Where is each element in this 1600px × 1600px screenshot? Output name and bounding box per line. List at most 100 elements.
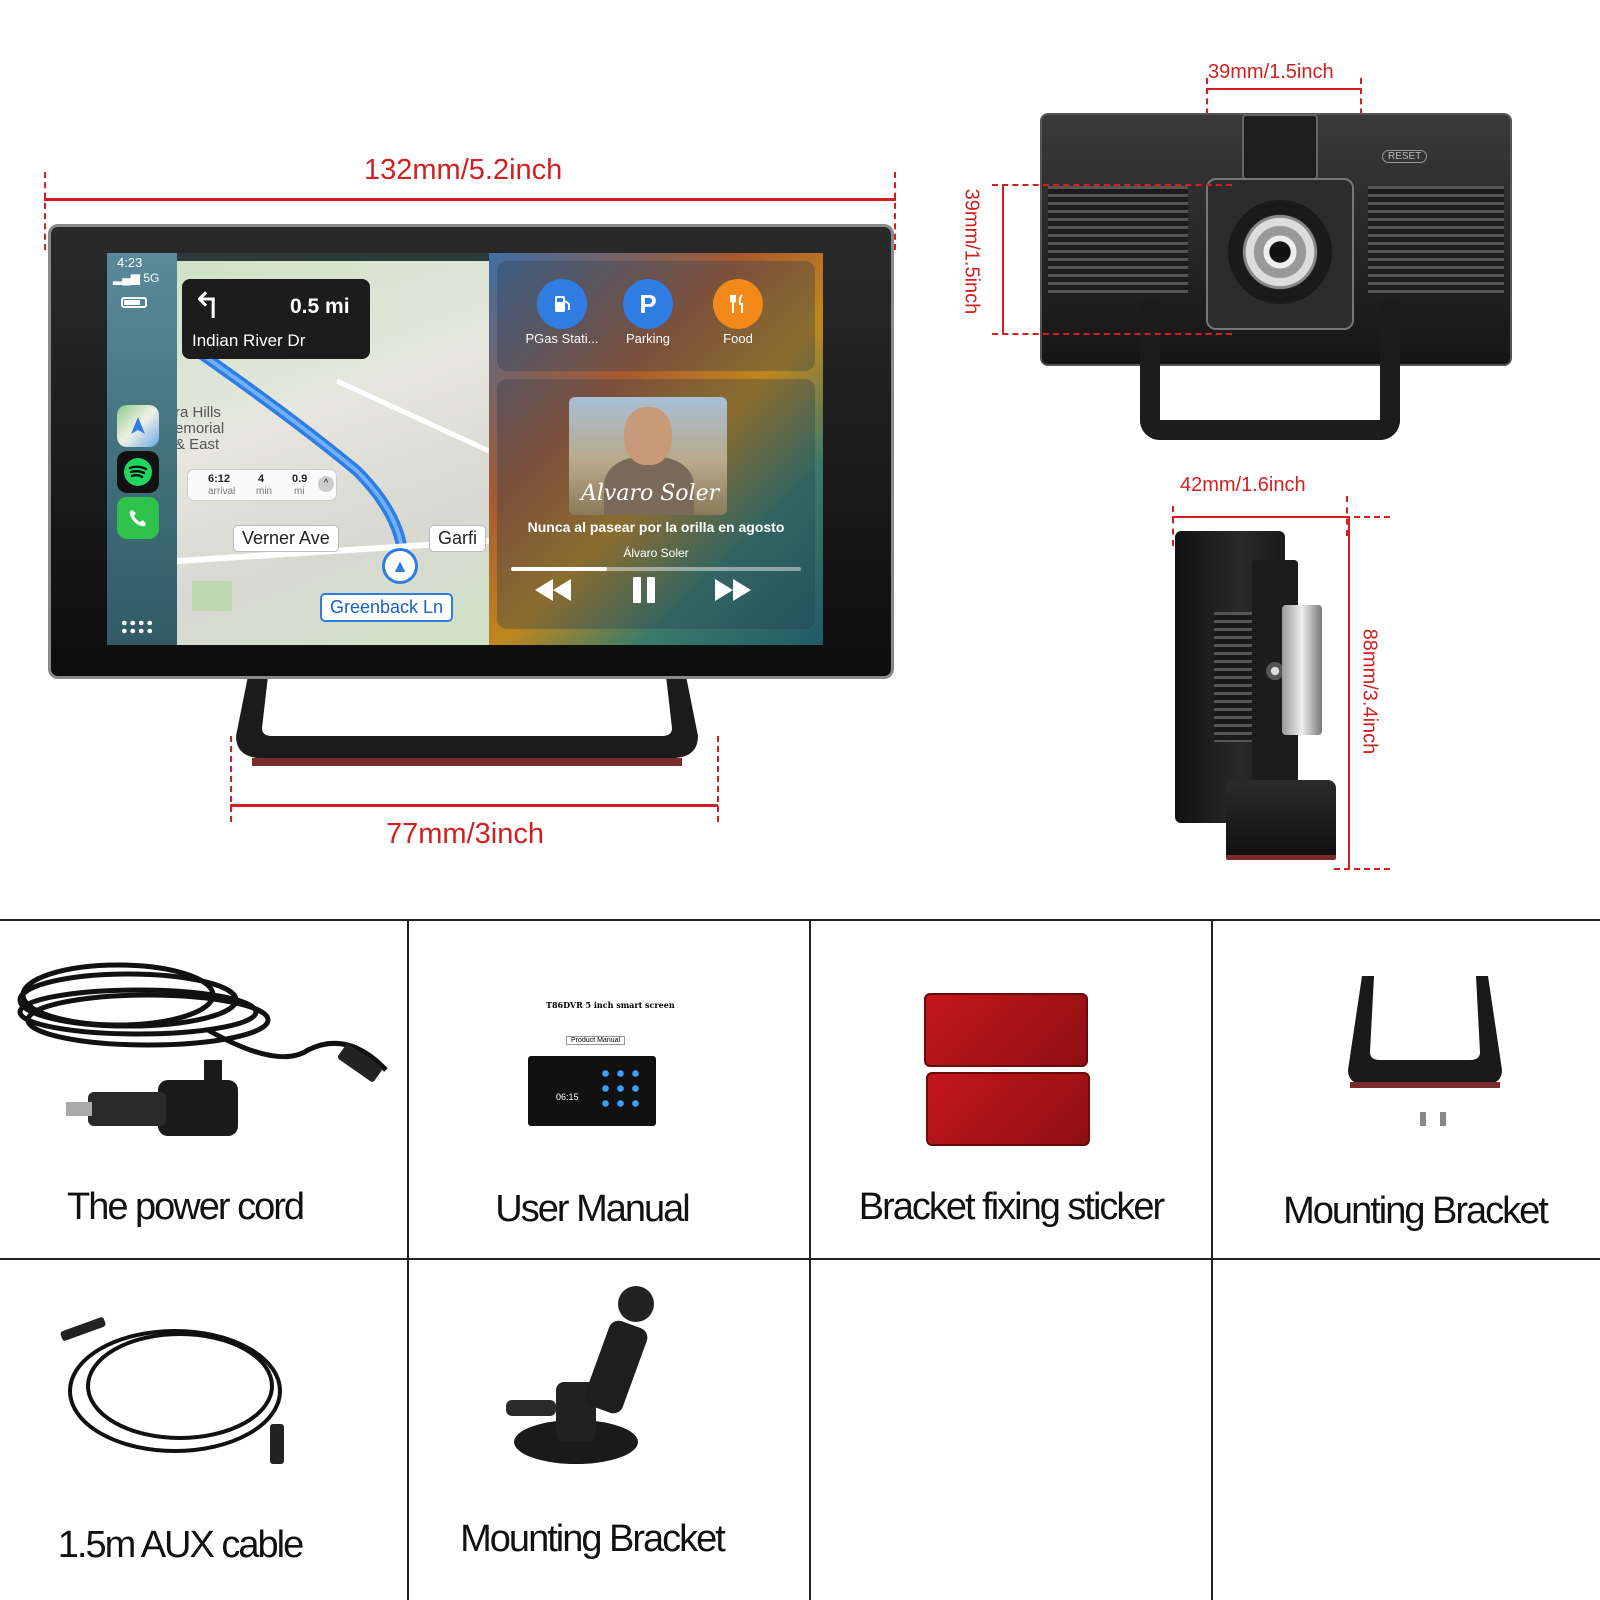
current-street-label: Greenback Ln [320, 593, 454, 622]
carplay-screen: 4:23 ▂▄▆ 5G [107, 253, 823, 645]
depth-line [1172, 516, 1348, 518]
depth-label: 42mm/1.6inch [1180, 474, 1306, 496]
phone-app-icon[interactable] [117, 497, 159, 539]
height-line [1348, 516, 1350, 868]
reset-button[interactable]: RESET [1382, 150, 1428, 163]
manual-clock: 06:15 [556, 1092, 579, 1102]
side-camera-housing [1282, 605, 1322, 735]
suction-mount-image [506, 1286, 654, 1464]
side-screw-icon [1266, 662, 1284, 680]
grid-line-middle [0, 1258, 1600, 1260]
eta-min-label: min [256, 486, 273, 497]
back-view-figure: 39mm/1.5inch RESET 39mm/1.5inch [0, 0, 1600, 470]
map-view[interactable]: ↰ 0.5 mi Indian River Dr ra Hills emoria… [177, 261, 489, 645]
camera-width-label: 39mm/1.5inch [1208, 61, 1334, 83]
height-tick-top [1334, 516, 1390, 518]
accessory-label-aux-cable: 1.5m AUX cable [57, 1524, 304, 1566]
eta-time-label: arrival [208, 486, 236, 497]
camera-width-line [1206, 88, 1361, 90]
mount-clip [1242, 114, 1318, 180]
poi-label-parking: Parking [625, 331, 671, 346]
grid-line-1 [407, 919, 409, 1600]
main-device-figure: 132mm/5.2inch 77mm/3inch 4:23 ▂▄▆ 5G [44, 154, 896, 850]
gas-pump-icon[interactable] [537, 279, 587, 329]
manual-device-photo: 06:15 [528, 1056, 656, 1126]
fixing-sticker-bottom [926, 1072, 1090, 1146]
camera-height-tick-top [992, 184, 1232, 186]
street-label-garfield: Garfi [429, 525, 487, 552]
status-signal: ▂▄▆ 5G [113, 271, 159, 285]
user-manual-image: T86DVR 5 inch smart screen Product Manua… [506, 1000, 696, 1130]
battery-icon [121, 297, 147, 308]
speaker-grille-right [1368, 186, 1504, 294]
width-dimension-label: 132mm/5.2inch [364, 154, 563, 186]
turn-distance: 0.5 mi [290, 295, 350, 318]
playback-progress-bar[interactable] [511, 567, 801, 571]
stand-dimension-tick-left [230, 736, 232, 822]
eta-mi-label: mi [294, 486, 305, 497]
turn-left-icon: ↰ [192, 285, 223, 326]
status-network: 5G [143, 271, 160, 285]
grid-line-2 [809, 919, 811, 1600]
manual-app-grid [598, 1066, 644, 1114]
map-roads [177, 345, 489, 611]
app-grid-icon[interactable] [120, 619, 154, 635]
side-foot [1226, 780, 1336, 860]
camera-height-line [1002, 184, 1004, 334]
accessory-label-suction-mount: Mounting Bracket [460, 1518, 726, 1560]
spotify-app-icon[interactable] [117, 451, 159, 493]
turn-street: Indian River Dr [192, 331, 306, 350]
speaker-grille-left [1048, 186, 1188, 294]
accessory-label-mounting-bracket: Mounting Bracket [1283, 1190, 1549, 1232]
song-title: Nunca al pasear por la orilla en agosto [527, 519, 785, 535]
eta-time: 6:12 [208, 473, 231, 485]
mounting-bracket-image [1348, 976, 1502, 1126]
stand-dimension-label: 77mm/3inch [386, 818, 544, 850]
carplay-sidebar: 4:23 ▂▄▆ 5G [107, 253, 177, 645]
manual-title: T86DVR 5 inch smart screen [546, 1000, 675, 1010]
grid-line-3 [1211, 919, 1213, 1600]
height-tick-bottom [1334, 868, 1390, 870]
eta-card[interactable]: 6:12 arrival 4 min 0.9 mi ^ [187, 469, 337, 501]
width-dimension-line [44, 198, 896, 201]
stand-dimension-tick-right [717, 736, 719, 822]
current-location-icon: ▲ [382, 548, 418, 584]
album-art[interactable]: Alvaro Soler [569, 397, 727, 515]
playback-progress-fill [511, 567, 607, 571]
accessory-label-sticker: Bracket fixing sticker [858, 1186, 1165, 1228]
album-signature: Alvaro Soler [581, 481, 720, 506]
map-poi-text: ra Hills emorial & East [177, 404, 225, 453]
street-label-verner: Verner Ave [233, 525, 339, 552]
stand-dimension-line [230, 804, 718, 807]
fork-knife-icon[interactable] [713, 279, 763, 329]
aux-cable-image [60, 1317, 284, 1464]
poi-label-gas: PGas Stati... [525, 331, 599, 346]
accessory-label-power-cord: The power cord [66, 1186, 305, 1228]
side-view-figure: 42mm/1.6inch 88mm/3.4inch [0, 470, 1600, 890]
eta-min: 4 [258, 473, 265, 485]
album-figure-face [624, 407, 672, 465]
fixing-sticker-top [924, 993, 1088, 1067]
power-cord-image [17, 962, 388, 1136]
side-speaker-grille [1214, 612, 1254, 742]
status-time: 4:23 [117, 255, 143, 270]
poi-label-food: Food [723, 331, 753, 346]
camera-height-label: 39mm/1.5inch [960, 188, 983, 315]
chevron-up-icon[interactable]: ^ [318, 476, 334, 492]
camera-height-tick-bottom [992, 333, 1232, 335]
maps-app-icon[interactable] [117, 405, 159, 447]
manual-subtitle: Product Manual [566, 1036, 626, 1045]
accessory-label-user-manual: User Manual [495, 1188, 690, 1230]
width-dimension-tick-left [44, 172, 46, 250]
parking-icon[interactable]: P [623, 279, 673, 329]
album-figure-body [604, 457, 694, 515]
rewind-icon[interactable] [533, 577, 573, 610]
pause-icon[interactable] [631, 575, 657, 612]
grid-line-top [0, 919, 1600, 921]
eta-mi: 0.9 [292, 473, 308, 485]
turn-by-turn-card[interactable]: ↰ 0.5 mi Indian River Dr [182, 279, 370, 359]
height-label: 88mm/3.4inch [1358, 628, 1381, 755]
back-stand [1140, 300, 1400, 440]
fast-forward-icon[interactable] [713, 577, 753, 610]
depth-tick-left [1172, 506, 1174, 546]
